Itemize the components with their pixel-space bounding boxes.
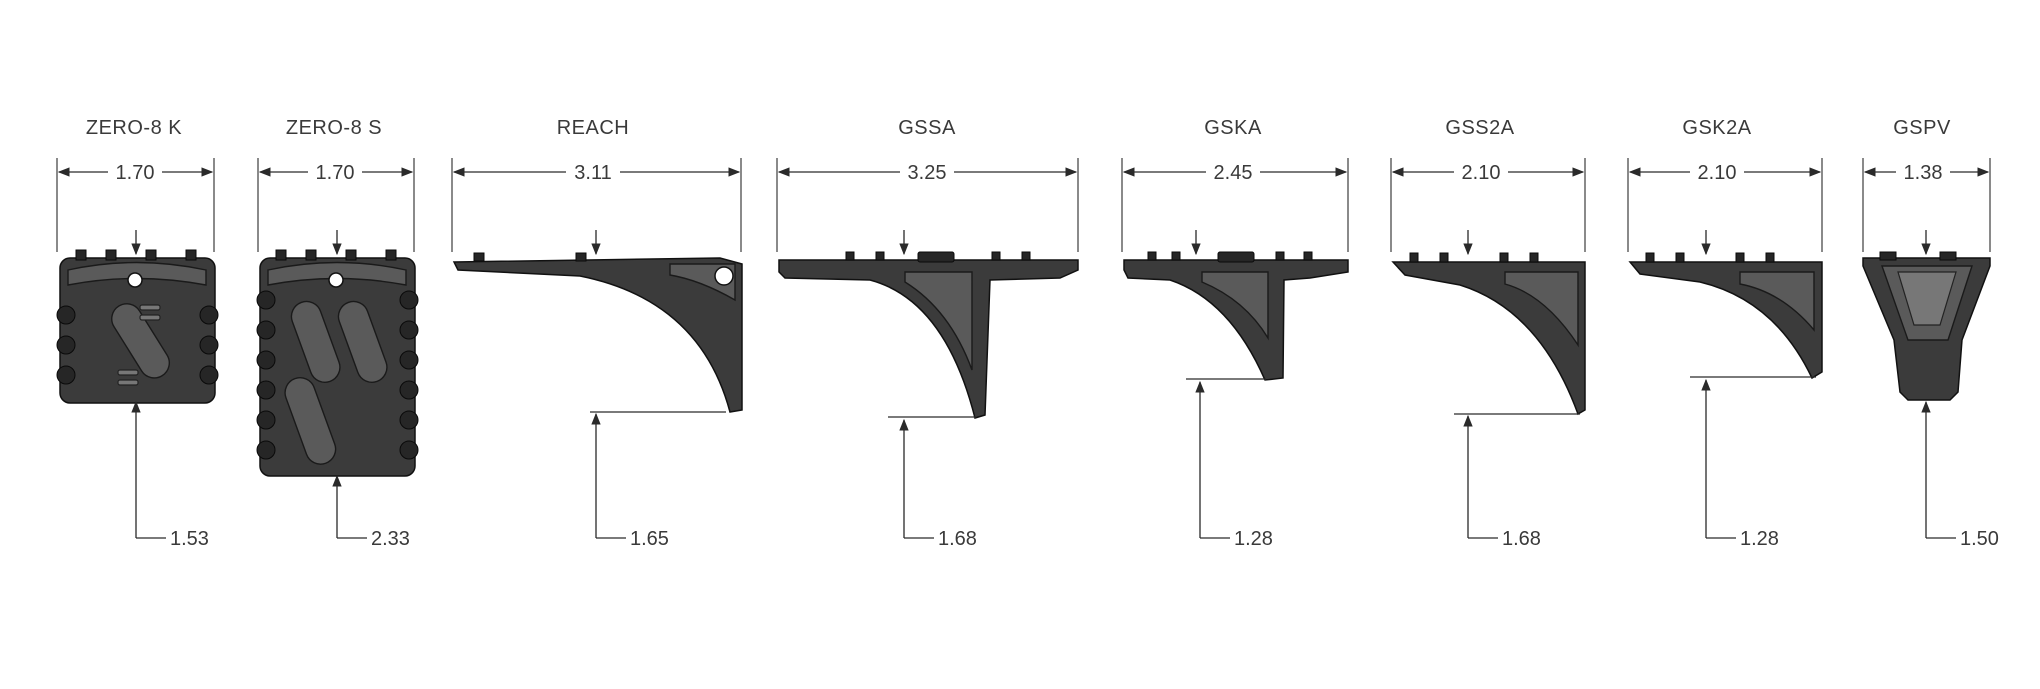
part-shape-gss2a bbox=[1391, 252, 1586, 416]
height-dim-gss2a: 1.68 bbox=[1502, 528, 1541, 550]
height-dim-gska: 1.28 bbox=[1234, 528, 1273, 550]
height-dim-gspv: 1.50 bbox=[1960, 528, 1999, 550]
part-shape-gspv bbox=[1862, 251, 1991, 401]
height-dim-zero8k: 1.53 bbox=[170, 528, 209, 550]
part-reach: REACH 3.11 1.65 bbox=[451, 117, 743, 550]
part-shape-reach bbox=[452, 252, 743, 413]
part-gss2a: GSS2A 2.10 1.68 bbox=[1390, 117, 1586, 550]
part-gspv: GSPV 1.38 1.50 bbox=[1862, 117, 1999, 550]
part-name-gspv: GSPV bbox=[1893, 117, 1951, 139]
width-dim-gsk2a: 2.10 bbox=[1698, 162, 1737, 184]
part-name-zero8k: ZERO-8 K bbox=[86, 117, 182, 139]
part-shape-zero8s bbox=[256, 249, 419, 477]
part-zero8s: ZERO-8 S 1.70 bbox=[256, 117, 419, 550]
part-gska: GSKA 2.45 1.28 bbox=[1121, 117, 1349, 550]
part-name-zero8s: ZERO-8 S bbox=[286, 117, 382, 139]
part-name-gska: GSKA bbox=[1204, 117, 1262, 139]
part-zero8k: ZERO-8 K 1.70 bbox=[56, 117, 219, 550]
part-shape-gska bbox=[1123, 251, 1349, 381]
part-shape-gssa bbox=[778, 251, 1079, 419]
part-name-gssa: GSSA bbox=[898, 117, 956, 139]
part-shape-zero8k bbox=[56, 249, 219, 404]
part-name-reach: REACH bbox=[557, 117, 630, 139]
part-shape-gsk2a bbox=[1628, 252, 1823, 380]
width-dim-zero8k: 1.70 bbox=[116, 162, 155, 184]
height-dim-gssa: 1.68 bbox=[938, 528, 977, 550]
part-name-gss2a: GSS2A bbox=[1445, 117, 1514, 139]
width-dim-zero8s: 1.70 bbox=[316, 162, 355, 184]
part-gsk2a: GSK2A 2.10 1.28 bbox=[1627, 117, 1823, 550]
part-gssa: GSSA 3.25 1.68 bbox=[776, 117, 1079, 550]
height-dim-gsk2a: 1.28 bbox=[1740, 528, 1779, 550]
width-dim-gss2a: 2.10 bbox=[1462, 162, 1501, 184]
height-dim-reach: 1.65 bbox=[630, 528, 669, 550]
height-dim-zero8s: 2.33 bbox=[371, 528, 410, 550]
width-dim-gssa: 3.25 bbox=[908, 162, 947, 184]
width-dim-reach: 3.11 bbox=[574, 162, 611, 184]
width-dim-gspv: 1.38 bbox=[1904, 162, 1943, 184]
width-dim-gska: 2.45 bbox=[1214, 162, 1253, 184]
part-name-gsk2a: GSK2A bbox=[1682, 117, 1751, 139]
